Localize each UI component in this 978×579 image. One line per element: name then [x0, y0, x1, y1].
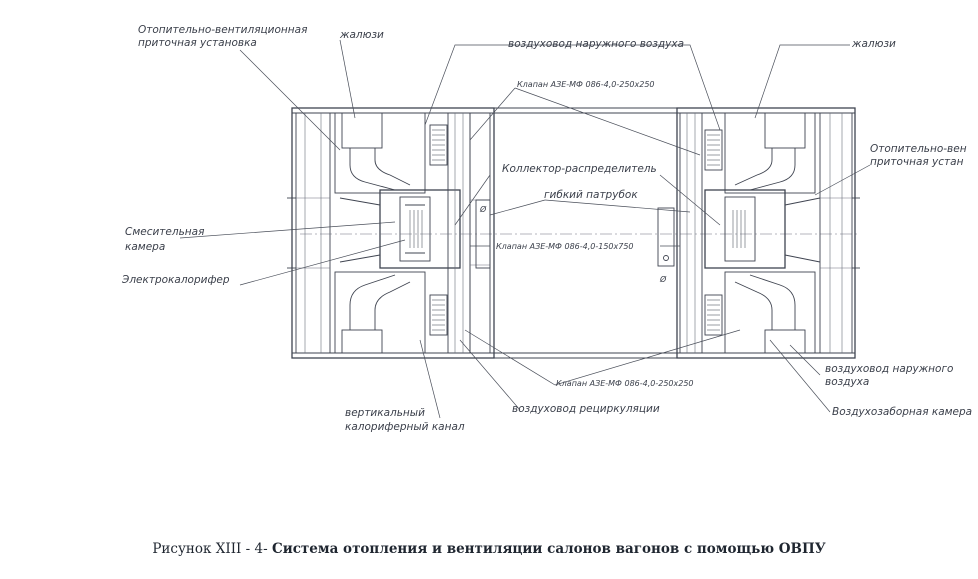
left-mixing-chamber [379, 189, 461, 269]
label-vozduhovod-top: воздуховод наружного воздуха [508, 38, 684, 50]
caption-title: Система отопления и вентиляции салонов в… [271, 541, 826, 557]
leader-lines [179, 39, 871, 419]
left-lower-block [334, 271, 426, 354]
label-vertikalny-2: калориферный канал [345, 421, 465, 433]
label-kollektor: Коллектор-распределитель [502, 163, 657, 175]
figure-caption: Рисунок XIII - 4- Система отопления и ве… [0, 541, 978, 557]
label-smesitelnaya-2: камера [125, 241, 165, 253]
caption-number: Рисунок XIII - 4- [152, 541, 268, 557]
right-heater-coil [732, 210, 746, 248]
label-ovpu-right-2: приточная устан [870, 156, 964, 168]
label-vozduhovod-right-2: воздуха [825, 376, 869, 388]
right-upper-block [724, 112, 816, 194]
right-grill-upper [704, 129, 723, 171]
label-klapan-bottom: Клапан АЗЕ-МФ 086-4,0-250х250 [556, 379, 694, 388]
label-vertikalny-1: вертикальный [345, 407, 425, 419]
left-unit [287, 107, 495, 359]
label-elektrokalorifer: Электрокалорифер [121, 274, 230, 286]
diagram-labels: Отопительно-вентиляционная приточная уст… [121, 24, 972, 433]
right-lower-block [724, 271, 816, 354]
right-unit [676, 107, 860, 359]
center-corridor [300, 107, 860, 359]
label-zhaluzi-left: жалюзи [339, 29, 384, 41]
label-ovpu-right-1: Отопительно-вен [870, 143, 967, 155]
left-grill-upper [429, 124, 448, 166]
label-vozduhovod-right-1: воздуховод наружного [825, 363, 953, 375]
left-vertical-channel [447, 112, 471, 354]
label-vozduhozabornaya: Воздухозаборная камера [832, 406, 972, 418]
label-ovpu-left-1: Отопительно-вентиляционная [138, 24, 307, 36]
label-recirkulyacii: воздуховод рециркуляции [512, 403, 660, 415]
label-zhaluzi-right: жалюзи [851, 38, 896, 50]
label-klapan-top: Клапан АЗЕ-МФ 086-4,0-250х250 [517, 80, 655, 89]
right-frame [676, 107, 856, 359]
label-smesitelnaya-1: Смесительная [125, 226, 204, 238]
flexible-pipe-right [657, 207, 675, 267]
label-diameter-1: Ø [479, 204, 487, 214]
label-gibkiy: гибкий патрубок [544, 189, 638, 201]
label-diameter-2: Ø [659, 274, 667, 284]
left-frame [291, 107, 495, 359]
label-klapan-mid: Клапан АЗЕ-МФ 086-4,0-150х750 [496, 242, 634, 251]
right-vertical-channel [679, 112, 703, 354]
left-grill-lower [429, 294, 448, 336]
left-upper-block [334, 112, 426, 194]
right-mixing-chamber [704, 189, 786, 269]
label-ovpu-left-2: приточная установка [138, 37, 257, 49]
right-grill-lower [704, 294, 723, 336]
flexible-pipe-left [475, 199, 491, 269]
left-heater-coil [409, 210, 423, 248]
technical-drawing: Отопительно-вентиляционная приточная уст… [121, 24, 972, 433]
